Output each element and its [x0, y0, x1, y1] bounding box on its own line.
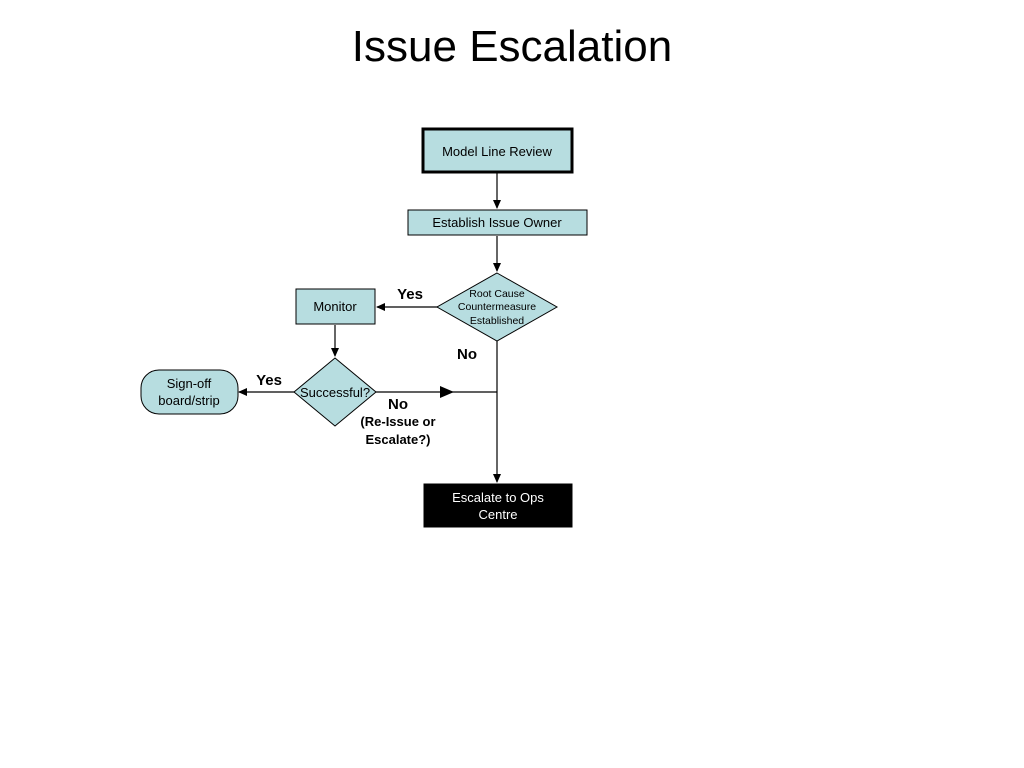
node-escalate: Escalate to Ops Centre [423, 483, 573, 528]
node-monitor-label: Monitor [313, 299, 357, 314]
label-root-no: No [457, 346, 477, 363]
node-escalate-line2: Centre [478, 507, 517, 522]
node-escalate-line1: Escalate to Ops [452, 490, 544, 505]
node-model-line-review: Model Line Review [421, 127, 574, 174]
node-sign-off-line1: Sign-off [167, 376, 212, 391]
node-model-line-review-label: Model Line Review [442, 144, 552, 159]
node-sign-off: Sign-off board/strip [140, 369, 239, 415]
node-root-cause-decision: Root Cause Countermeasure Established [435, 272, 559, 342]
node-establish-issue-owner-label: Establish Issue Owner [432, 215, 562, 230]
node-monitor: Monitor [295, 288, 376, 325]
node-root-cause-line2: Countermeasure [458, 301, 536, 313]
slide-title: Issue Escalation [351, 22, 673, 71]
edges [238, 173, 501, 483]
label-successful-yes: Yes [256, 372, 282, 389]
node-successful-decision: Successful? [293, 357, 377, 427]
label-successful-no-note-line2: Escalate?) [365, 432, 430, 447]
node-establish-issue-owner: Establish Issue Owner [407, 209, 588, 236]
label-root-yes: Yes [397, 286, 423, 303]
label-successful-no: No [388, 396, 408, 413]
node-successful-label: Successful? [300, 385, 370, 400]
label-successful-no-note-line1: (Re-Issue or [360, 414, 435, 429]
node-root-cause-line1: Root Cause [469, 288, 525, 300]
node-sign-off-line2: board/strip [158, 393, 219, 408]
node-root-cause-line3: Established [470, 315, 524, 327]
no-path-arrowhead [440, 386, 454, 398]
